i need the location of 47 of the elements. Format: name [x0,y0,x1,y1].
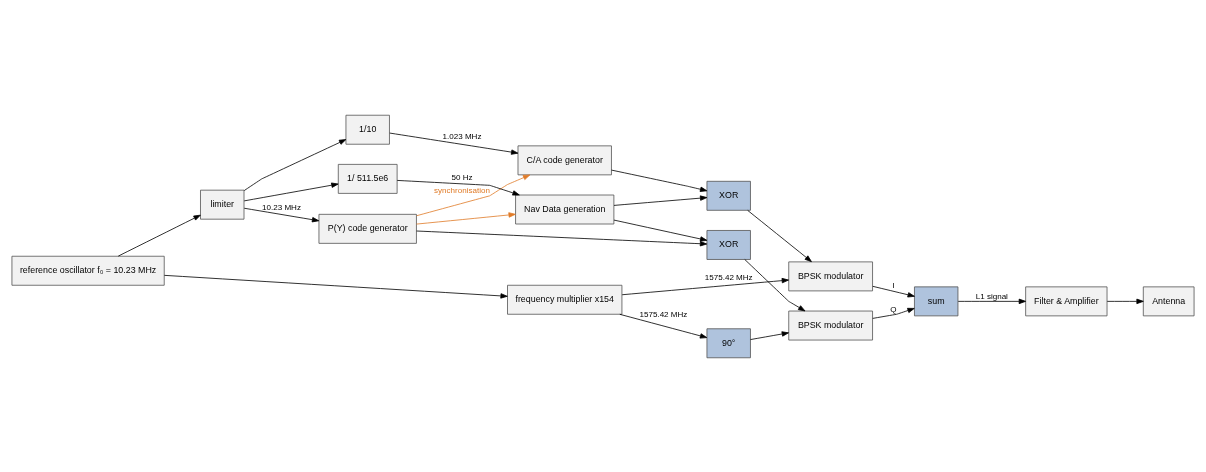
edge-label: Q [890,304,897,314]
arrow [117,214,201,256]
node-box: 90° [706,327,751,358]
arrow [396,179,520,195]
node-box: C/A code generator [517,144,612,175]
arrow [613,219,708,242]
node-box: BPSK modulator [788,260,873,291]
edge-label: 1.023 MHz [442,131,482,141]
edge-label: I [892,280,895,290]
edge-label: 1575.42 MHz [639,309,688,319]
arrow [243,138,347,191]
node-box: Nav Data generation [515,194,615,224]
arrow [957,298,1026,304]
node-box: limiter [200,189,245,220]
arrow [872,307,915,319]
edge-label: synchronisation [434,185,490,195]
node-box: Filter & Amplifier [1025,285,1108,316]
node-box: Antenna [1142,285,1195,316]
arrow [872,285,915,297]
node-box: sum [914,285,959,316]
arrow [621,277,789,295]
arrow [243,207,320,222]
arrow [389,132,519,155]
arrow [243,182,339,201]
arrow [750,330,789,340]
node-box: BPSK modulator [788,310,873,340]
edge-label: 1575.42 MHz [704,272,753,282]
node-box: P(Y) code generator [318,213,417,244]
arrow [744,258,806,311]
edge-label: 10.23 MHz [262,202,301,211]
node-box: XOR [706,229,751,260]
node-box: frequency multiplier x154 [507,284,623,315]
node-box: reference oscillator f₀ = 10.23 MHz [11,255,165,286]
arrow [747,209,812,262]
node-box: 1/10 [345,114,390,145]
arrow [611,169,708,192]
node-box: 1/ 511.5e6 [337,163,398,194]
arrow [416,174,531,216]
arrow [416,230,708,246]
arrow [1106,298,1144,304]
arrow [619,313,708,338]
node-box: XOR [706,180,751,211]
arrow [164,274,508,299]
edge-label: L1 signal [975,291,1008,301]
edge-label: 50 Hz [451,173,473,182]
arrow [416,211,516,224]
arrow [613,194,708,206]
